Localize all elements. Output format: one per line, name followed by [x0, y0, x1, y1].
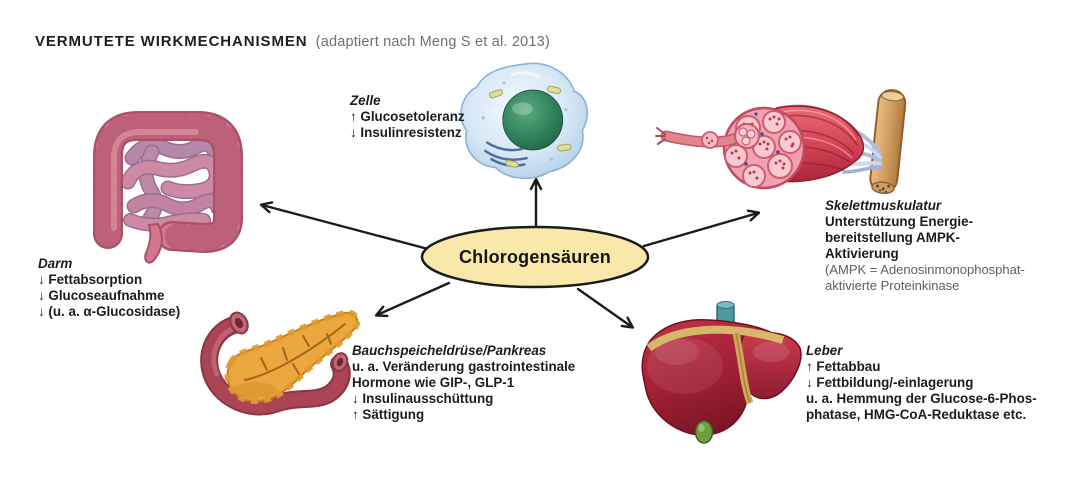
node-line: bereitstellung AMPK-	[825, 230, 960, 245]
node-line: u. a. Hemmung der Glucose-6-Phos-	[806, 391, 1037, 406]
page-header: VERMUTETE WIRKMECHANISMEN (adaptiert nac…	[35, 33, 550, 50]
node-line: ↓ Glucoseaufnahme	[38, 288, 165, 303]
page-subtitle: (adaptiert nach Meng S et al. 2013)	[315, 34, 550, 50]
node-line: ↓ Insulinausschüttung	[352, 391, 494, 406]
intestine-illustration	[93, 111, 243, 264]
node-line: ↑ Fettabbau	[806, 359, 881, 374]
node-title-leber: Leber	[806, 343, 843, 358]
node-line: u. a. Veränderung gastrointestinale	[352, 359, 576, 374]
arrow-to-pankreas	[374, 281, 451, 318]
central-node-label: Chlorogensäuren	[458, 247, 612, 267]
node-text-darm: Darm ↓ Fettabsorption ↓ Glucoseaufnahme …	[38, 256, 180, 320]
central-ellipse	[420, 225, 650, 289]
cell-illustration	[460, 62, 589, 179]
vena-cava-stub	[716, 301, 735, 325]
node-text-leber: Leber ↑ Fettabbau ↓ Fettbildung/-einlage…	[806, 343, 1037, 423]
node-line: ↑ Sättigung	[352, 407, 425, 422]
arrow-to-darm	[259, 201, 430, 251]
node-line: Aktivierung	[825, 246, 899, 261]
node-note-line: aktivierte Proteinkinase	[825, 278, 960, 293]
node-line: ↓ Fettbildung/-einlagerung	[806, 375, 974, 390]
arrow-to-leber	[576, 287, 635, 329]
node-title-skelettmuskulatur: Skelettmuskulatur	[825, 198, 942, 213]
arrow-to-skelettmuskulatur	[642, 209, 761, 248]
pancreas-illustration	[200, 309, 361, 416]
node-note-line: (AMPK = Adenosinmonophosphat-	[825, 262, 1025, 277]
node-line: ↓ (u. a. α-Glucosidase)	[38, 304, 181, 319]
node-title-zelle: Zelle	[350, 93, 381, 108]
node-text-skelettmuskulatur: Skelettmuskulatur Unterstützung Energie-…	[825, 198, 1025, 294]
muscle-cross-section	[722, 106, 806, 190]
liver-illustration	[641, 301, 802, 444]
bone-part	[869, 89, 907, 195]
node-title-darm: Darm	[38, 256, 73, 271]
node-line: ↓ Fettabsorption	[38, 272, 143, 287]
node-line: Unterstützung Energie-	[825, 214, 974, 229]
node-line: ↑ Glucosetoleranz	[350, 109, 465, 124]
node-line: Hormone wie GIP-, GLP-1	[352, 375, 515, 390]
gallbladder	[694, 420, 714, 444]
node-line: phatase, HMG-CoA-Reduktase etc.	[806, 407, 1027, 422]
cell-nucleus	[502, 89, 564, 151]
node-text-zelle: Zelle ↑ Glucosetoleranz ↓ Insulinresiste…	[350, 93, 465, 141]
node-title-pankreas: Bauchspeicheldrüse/Pankreas	[352, 343, 547, 358]
page-title: VERMUTETE WIRKMECHANISMEN	[35, 33, 308, 50]
muscle-illustration	[655, 89, 907, 195]
node-line: ↓ Insulinresistenz	[350, 125, 462, 140]
node-text-pankreas: Bauchspeicheldrüse/Pankreas u. a. Veränd…	[352, 343, 575, 423]
